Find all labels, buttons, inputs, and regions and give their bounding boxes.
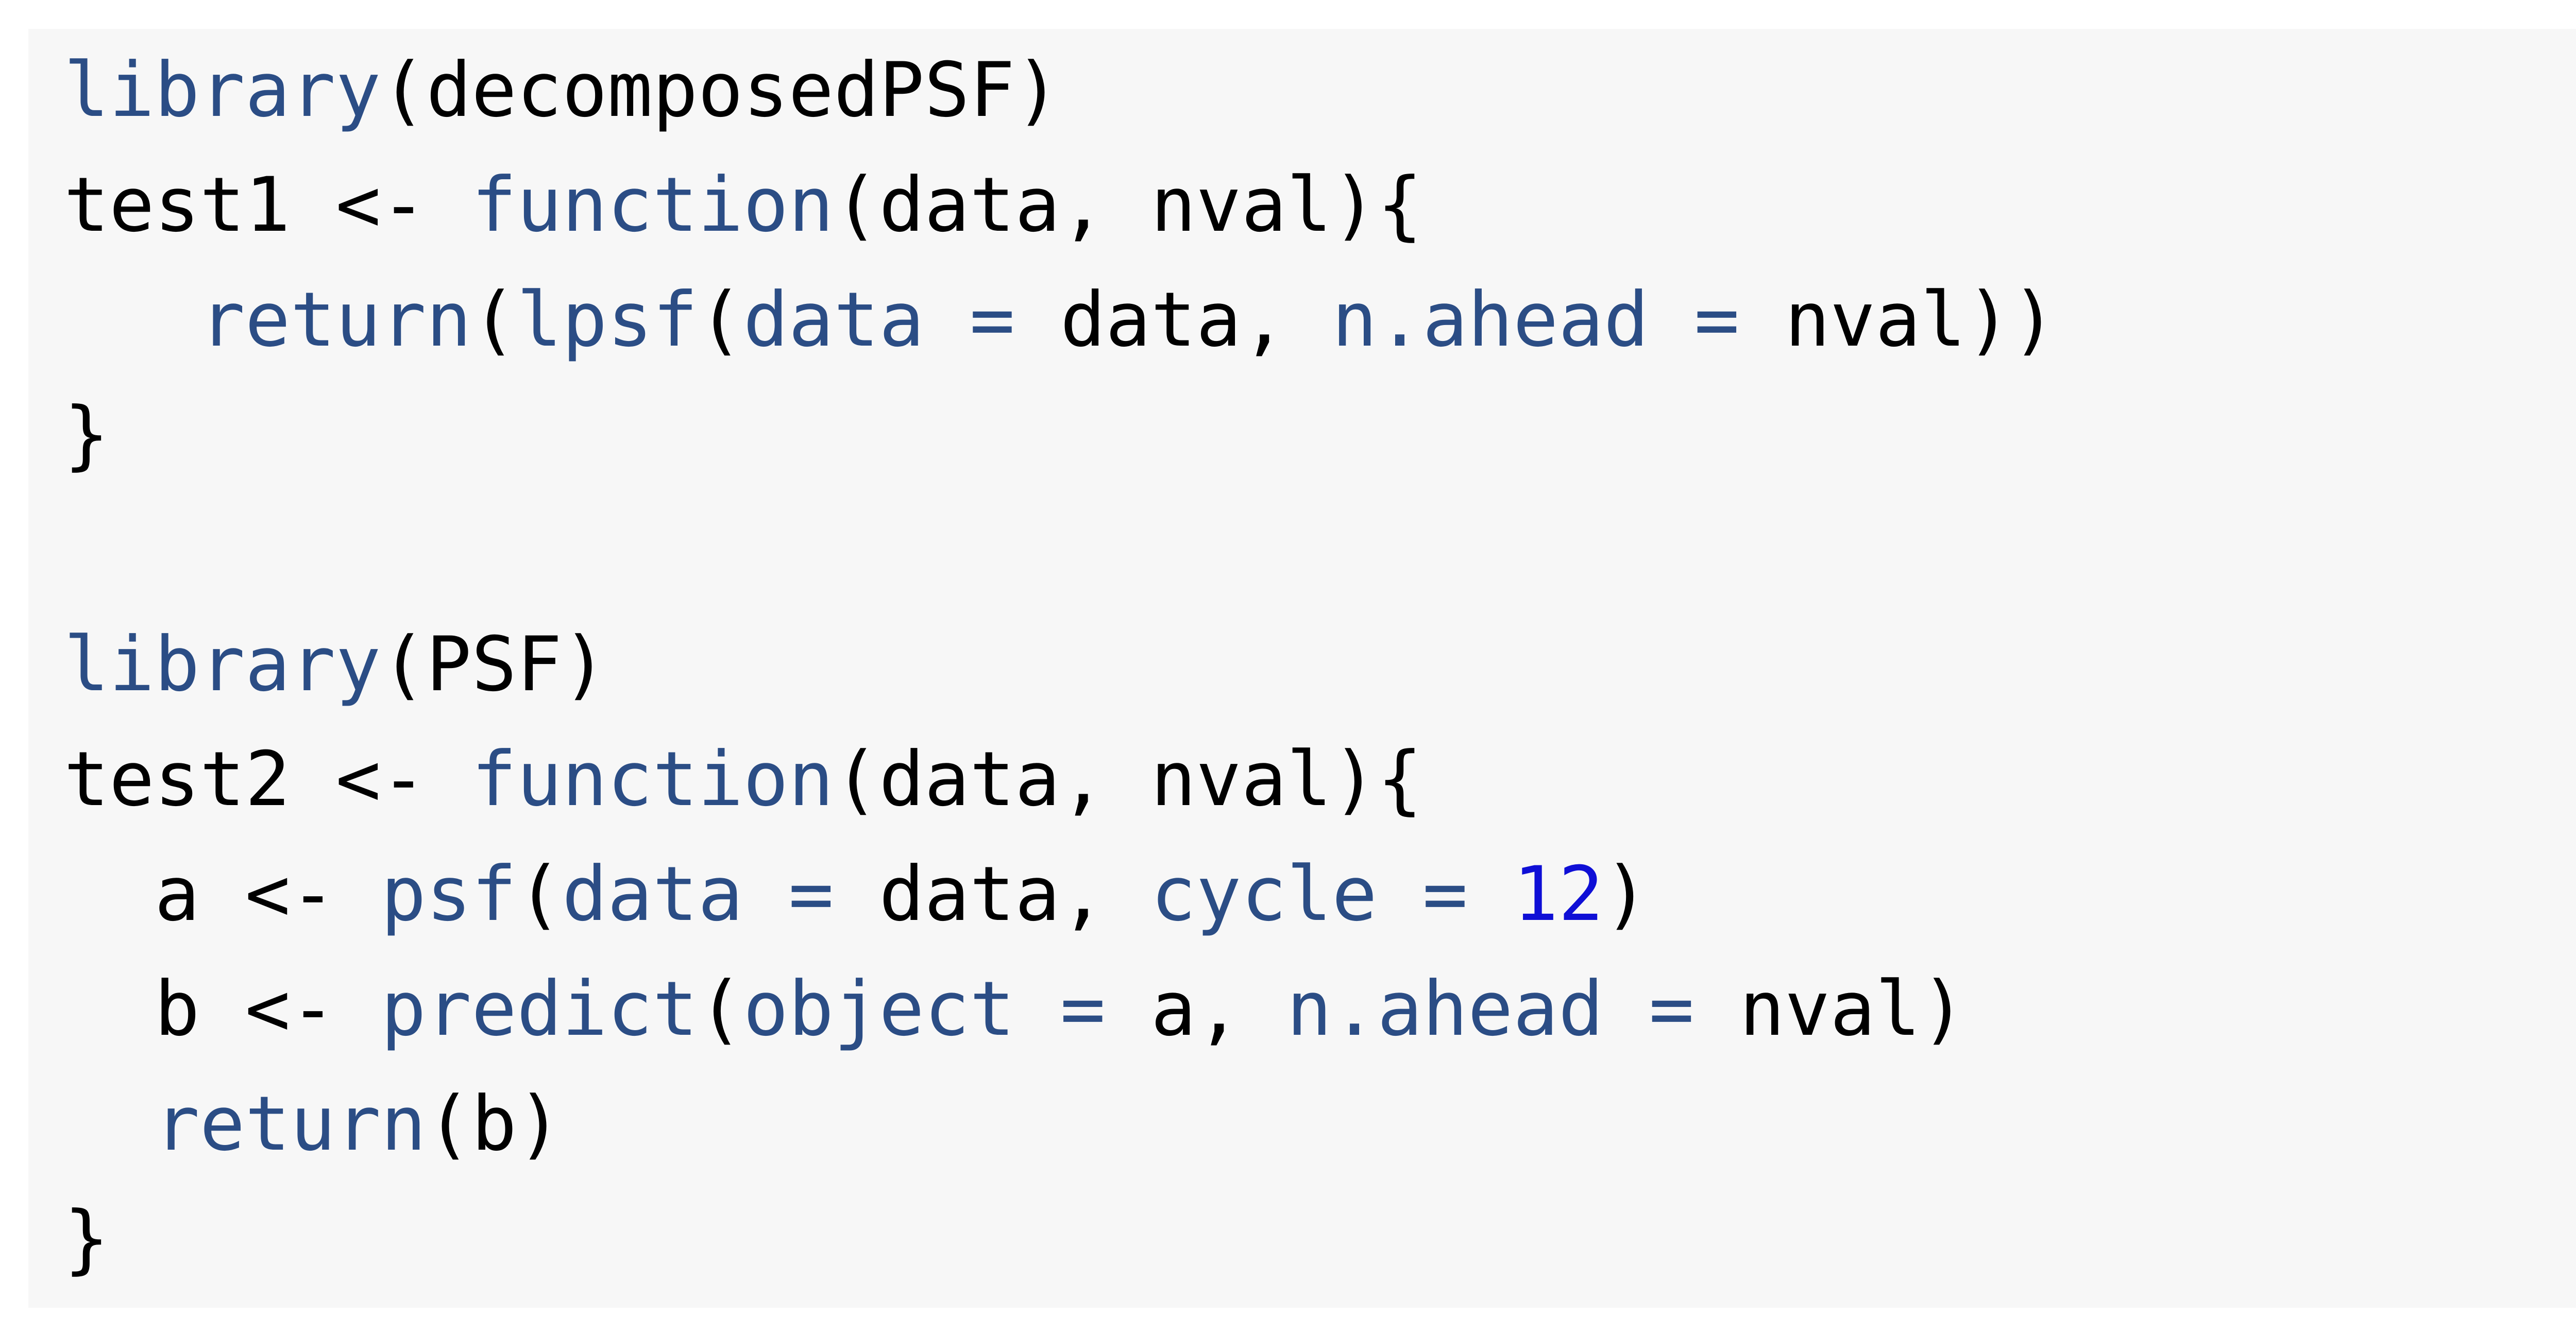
code-token: (b) — [426, 1080, 562, 1168]
code-token: ) — [1603, 850, 1649, 938]
code-token: data, — [879, 850, 1151, 938]
code-line: test2 <- function(data, nval){ — [64, 722, 2576, 837]
code-line: return(lpsf(data = data, n.ahead = nval)… — [64, 263, 2576, 378]
code-line: library(PSF) — [64, 607, 2576, 722]
code-line: test1 <- function(data, nval){ — [64, 148, 2576, 263]
code-token: psf — [381, 850, 517, 938]
code-token: lpsf — [517, 276, 698, 364]
code-token: n.ahead = — [1332, 276, 1785, 364]
code-line: return(b) — [64, 1067, 2576, 1182]
code-token: data = — [562, 850, 879, 938]
code-token: (PSF) — [381, 621, 607, 708]
code-token — [64, 1080, 155, 1168]
code-token: n.ahead = — [1286, 965, 1740, 1053]
code-token: 12 — [1513, 850, 1604, 938]
code-token: return — [154, 1080, 427, 1168]
code-token: predict — [381, 965, 698, 1053]
code-token: return — [199, 276, 472, 364]
code-token: } — [64, 391, 109, 479]
code-token: test2 <- — [64, 736, 472, 823]
code-token: (decomposedPSF) — [381, 46, 1060, 134]
r-code-block: library(decomposedPSF)test1 <- function(… — [28, 29, 2576, 1308]
code-token: (data, nval){ — [834, 736, 1423, 823]
code-line: } — [64, 1182, 2576, 1296]
code-token: ( — [471, 276, 517, 364]
code-token: test1 <- — [64, 161, 472, 249]
code-token: b <- — [64, 965, 381, 1053]
code-token: (data, nval){ — [834, 161, 1423, 249]
code-token: function — [471, 736, 834, 823]
code-line: a <- psf(data = data, cycle = 12) — [64, 837, 2576, 952]
code-token: nval)) — [1785, 276, 2057, 364]
code-token: data, — [1060, 276, 1332, 364]
code-token: nval) — [1739, 965, 1966, 1053]
code-token: ( — [698, 276, 743, 364]
code-line: } — [64, 378, 2576, 492]
code-token: cycle = — [1150, 850, 1513, 938]
code-token: ( — [698, 965, 743, 1053]
code-token: a <- — [64, 850, 381, 938]
code-line — [64, 492, 2576, 607]
code-token: function — [471, 161, 834, 249]
code-token — [64, 276, 200, 364]
code-token: object = — [743, 965, 1151, 1053]
code-line: library(decomposedPSF) — [64, 33, 2576, 148]
code-line: b <- predict(object = a, n.ahead = nval) — [64, 952, 2576, 1067]
code-token: library — [64, 621, 381, 708]
code-token: library — [64, 46, 381, 134]
code-token: ( — [517, 850, 562, 938]
code-token: a, — [1150, 965, 1287, 1053]
code-token: } — [64, 1195, 109, 1283]
code-token: data = — [743, 276, 1060, 364]
